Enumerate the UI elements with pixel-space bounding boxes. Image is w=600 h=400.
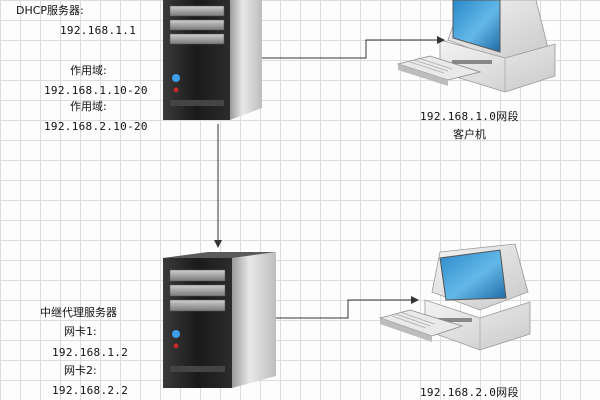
dhcp-server-ip: 192.168.1.1 xyxy=(60,24,137,37)
dhcp-scope-1: 192.168.1.10-20 xyxy=(44,84,148,97)
dhcp-scope-2: 192.168.2.10-20 xyxy=(44,120,148,133)
relay-server-icon xyxy=(163,252,276,388)
relay-ip-2: 192.168.2.2 xyxy=(52,384,129,397)
dhcp-scope-label-1: 作用域: xyxy=(70,64,107,77)
relay-server-title: 中继代理服务器 xyxy=(40,306,117,319)
dhcp-scope-label-2: 作用域: xyxy=(70,100,107,113)
client-2-segment: 192.168.2.0网段 xyxy=(420,386,519,399)
client-1-segment: 192.168.1.0网段 xyxy=(420,110,519,123)
relay-ip-1: 192.168.1.2 xyxy=(52,346,129,359)
dhcp-server-icon xyxy=(163,0,262,120)
client-1-label: 客户机 xyxy=(453,128,486,141)
client-computer-1-icon xyxy=(396,0,556,93)
relay-nic-label-2: 网卡2: xyxy=(64,364,97,377)
relay-nic-label-1: 网卡1: xyxy=(64,325,97,338)
dhcp-server-title: DHCP服务器: xyxy=(16,4,84,17)
client-computer-2-icon xyxy=(378,243,531,351)
connector-relay-to-client-2 xyxy=(276,296,419,319)
connector-dhcp-to-client-1 xyxy=(262,36,445,59)
